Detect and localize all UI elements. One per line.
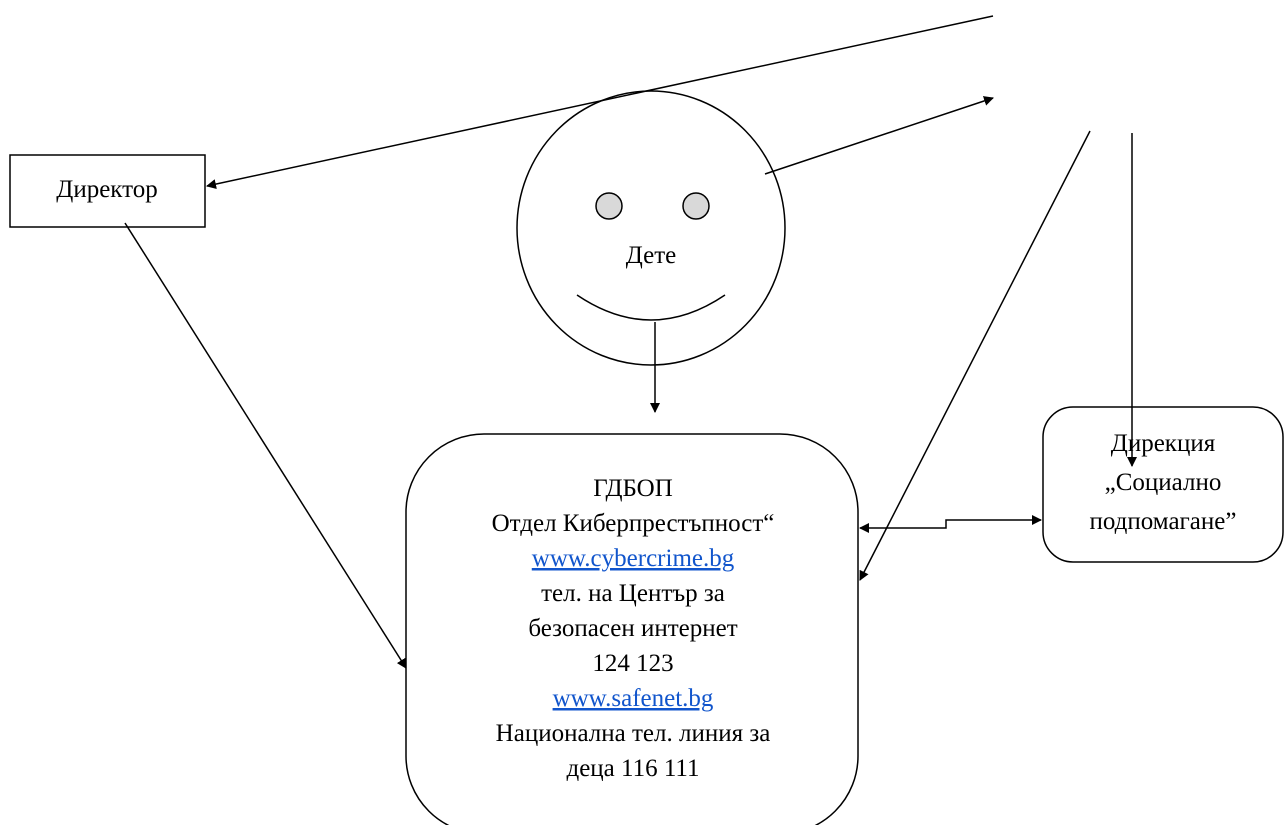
child-node: Дете [516,90,786,366]
social-assistance-node: Дирекция „Социално подпомагане” [1042,406,1284,563]
gdbop-node: ГДБОП Отдел Киберпрестъпност“ www.cyberc… [405,433,859,830]
gdbop-title: ГДБОП [593,475,673,502]
arrow-to-director [206,15,994,189]
left-eye-icon [595,192,623,220]
social-line-3: подпомагане” [1090,508,1237,535]
center-phone-number: 124 123 [592,650,673,677]
director-label: Директор [56,176,157,203]
arrow-top-to-gdbop [859,130,1091,581]
gdbop-department: Отдел Киберпрестъпност“ [492,510,775,537]
safe-internet-label: безопасен интернет [528,615,737,642]
child-face-circle [516,90,786,366]
safenet-link[interactable]: www.safenet.bg [553,685,714,712]
director-node: Директор [9,154,206,228]
child-label: Дете [626,242,676,269]
center-phone-label: тел. на Център за [541,580,725,607]
social-line-2: „Социално [1105,469,1222,496]
cybercrime-link[interactable]: www.cybercrime.bg [532,545,735,572]
arrow-gdbop-social-bidirectional [859,515,1042,533]
social-line-1: Дирекция [1111,430,1216,457]
arrow-child-to-right [764,96,994,175]
national-line-number: деца 116 111 [566,755,699,782]
smile-icon [576,294,726,321]
national-line-label: Национална тел. линия за [496,720,771,747]
arrow-director-to-gdbop [124,222,407,669]
right-eye-icon [682,192,710,220]
